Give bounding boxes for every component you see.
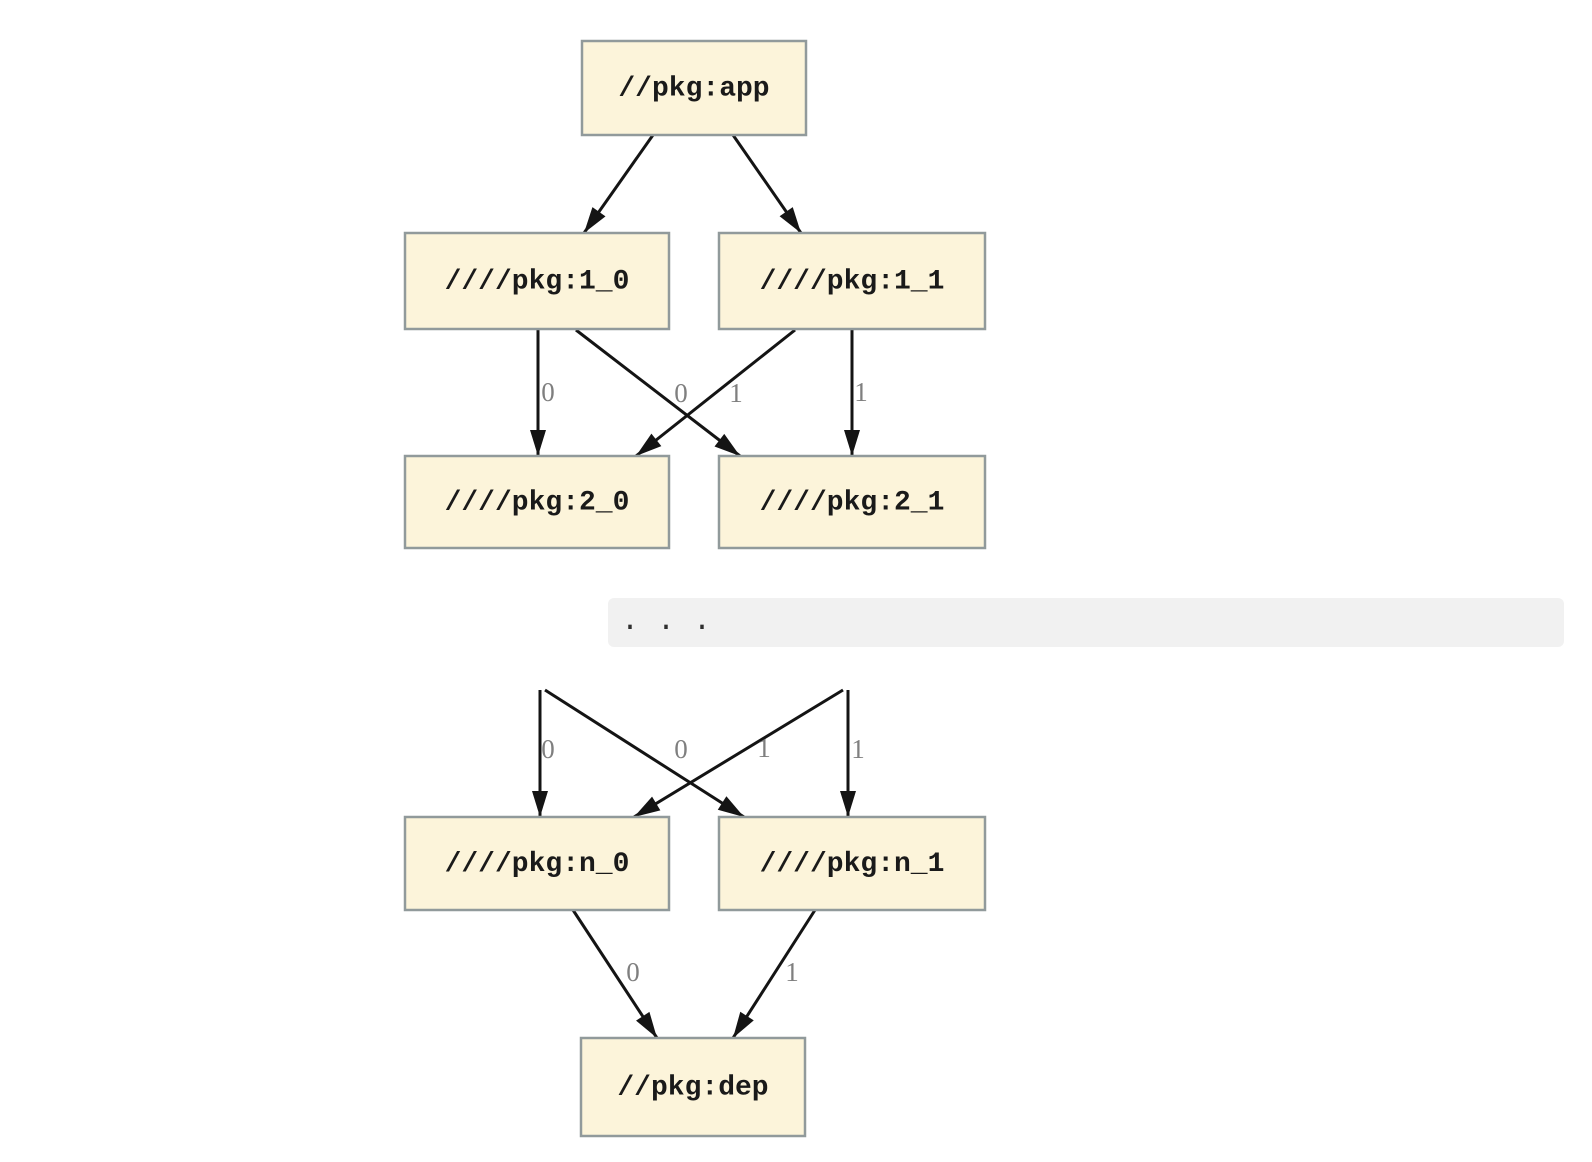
node-box-1_0 (403, 231, 671, 331)
graph-node-n_0: ////pkg:n_0 (403, 815, 671, 912)
edge-label: 0 (674, 378, 688, 408)
edge-n_1-to-dep (731, 909, 817, 1039)
node-box-dep (579, 1036, 807, 1138)
node-label-2_1: ////pkg:2_1 (760, 488, 945, 519)
graph-node-n_1: ////pkg:n_1 (717, 815, 987, 912)
ellipsis-separator: . . . (608, 598, 1564, 647)
node-label-n_1: ////pkg:n_1 (760, 849, 945, 880)
edge-label: 0 (674, 734, 688, 764)
edge-app-to-1_0 (582, 134, 655, 234)
node-box-1_1 (717, 231, 987, 331)
graph-node-1_1: ////pkg:1_1 (717, 231, 987, 331)
edge-prev-to-n_1 (544, 688, 745, 819)
edge-1_0-to-2_1 (575, 328, 741, 458)
graph-node-app: //pkg:app (580, 39, 808, 137)
node-label-app: //pkg:app (618, 74, 769, 105)
node-box-2_0 (403, 454, 671, 550)
node-label-n_0: ////pkg:n_0 (445, 849, 630, 880)
edge-label: 0 (541, 734, 555, 764)
graph-node-1_0: ////pkg:1_0 (403, 231, 671, 331)
nodes-layer: //pkg:app ////pkg:1_0 ////pkg:1_1 ////pkg:2… (403, 39, 987, 1138)
edge-1_1-to-2_0 (635, 328, 796, 458)
node-label-1_0: ////pkg:1_0 (445, 267, 630, 298)
graph-node-2_1: ////pkg:2_1 (717, 454, 987, 550)
node-box-n_1 (717, 815, 987, 912)
node-box-2_1 (717, 454, 987, 550)
edge-app-to-1_1 (731, 134, 803, 234)
node-label-dep: //pkg:dep (617, 1073, 768, 1104)
edge-label: 1 (851, 734, 865, 764)
edge-label: 0 (626, 957, 640, 987)
edge-label: 1 (729, 378, 743, 408)
edge-label: 0 (541, 377, 555, 407)
graph-node-dep: //pkg:dep (579, 1036, 807, 1138)
edge-label: 1 (854, 377, 868, 407)
node-box-n_0 (403, 815, 671, 912)
node-box-app (580, 39, 808, 137)
node-label-1_1: ////pkg:1_1 (760, 267, 945, 298)
edge-label: 1 (757, 733, 771, 763)
ellipsis-text: . . . (621, 605, 712, 639)
edge-prev-to-n_0 (633, 688, 844, 819)
edges-layer (530, 134, 860, 1039)
edge-label: 1 (785, 957, 799, 987)
graph-node-2_0: ////pkg:2_0 (403, 454, 671, 550)
edge-labels-layer: 0 1 0 1 0 1 0 1 0 1 (541, 377, 868, 987)
edge-n_0-to-dep (571, 909, 659, 1039)
node-label-2_0: ////pkg:2_0 (445, 488, 630, 519)
